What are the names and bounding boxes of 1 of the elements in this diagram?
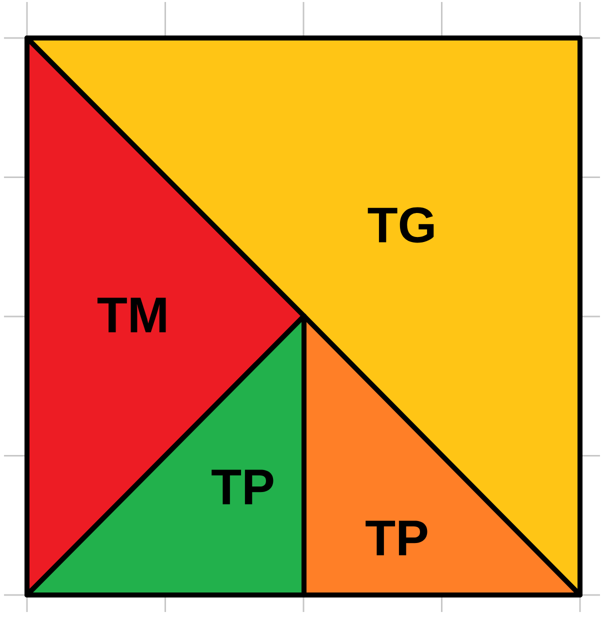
triangle: TP <box>302 314 582 598</box>
